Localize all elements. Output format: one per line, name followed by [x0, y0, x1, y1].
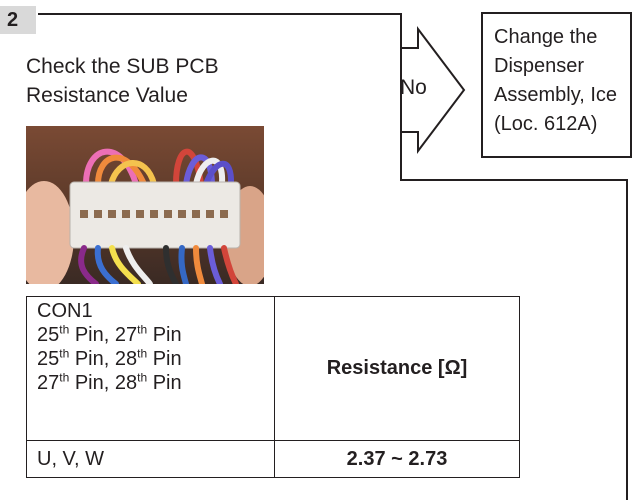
action-text: Change the Dispenser Assembly, Ice (Loc.… — [494, 23, 634, 139]
step-title: Check the SUB PCB Resistance Value — [26, 52, 326, 110]
connector-photo — [26, 126, 264, 284]
pin-pair-line: 25th Pin, 27th Pin — [37, 323, 264, 347]
step-number-badge: 2 — [0, 6, 36, 34]
branch-label-no: No — [400, 76, 427, 100]
pin-conditions-cell: CON1 25th Pin, 27th Pin 25th Pin, 28th P… — [27, 297, 275, 441]
table-row: CON1 25th Pin, 27th Pin 25th Pin, 28th P… — [27, 297, 520, 441]
phase-label-cell: U, V, W — [27, 441, 275, 478]
resistance-value-cell: 2.37 ~ 2.73 — [275, 441, 520, 478]
pin-pair-line: 27th Pin, 28th Pin — [37, 371, 264, 395]
resistance-table: CON1 25th Pin, 27th Pin 25th Pin, 28th P… — [26, 296, 520, 478]
pin-pair-line: 25th Pin, 28th Pin — [37, 347, 264, 371]
top-connector-line — [38, 14, 401, 48]
connector-label: CON1 — [37, 299, 264, 323]
resistance-header: Resistance [Ω] — [275, 297, 520, 441]
table-row: U, V, W 2.37 ~ 2.73 — [27, 441, 520, 478]
